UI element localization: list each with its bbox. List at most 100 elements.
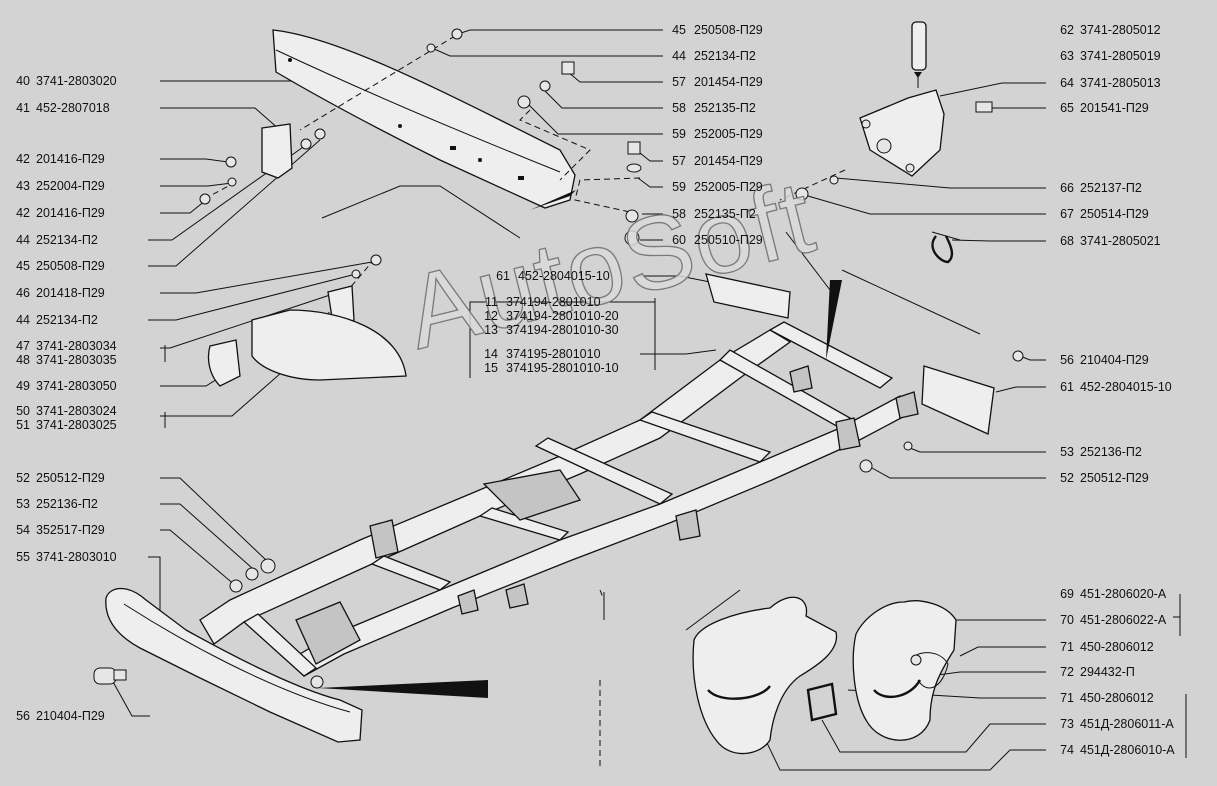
callout-num: 70 [1060,613,1074,627]
callout-num: 57 [672,75,686,89]
bracket-41 [199,123,326,205]
callout-num: 69 [1060,587,1074,601]
callout-num: 51 [16,418,30,432]
callout-num: 68 [1060,234,1074,248]
callout-code: 201454-П29 [694,154,763,168]
left-leader-lines [111,80,373,717]
callout-num: 45 [16,259,30,273]
callout-num: 72 [1060,665,1074,679]
front-bumper-beam [272,29,576,209]
callout-num: 14 [484,347,498,361]
callout-num: 44 [16,233,30,247]
bumper-end-caps [207,309,407,387]
tow-eye-assembly [795,21,993,264]
callout-num: 48 [16,353,30,367]
callout-code: 3741-2803034 [36,339,117,353]
callout-code: 252005-П29 [694,180,763,194]
callout-num: 60 [672,233,686,247]
callout-num: 13 [484,323,498,337]
callout-code: 3741-2805012 [1080,23,1161,37]
callout-code: 252134-П2 [36,313,98,327]
callout-code: 210404-П29 [36,709,105,723]
callout-code: 451-2806020-А [1080,587,1167,601]
callout-wedge-frame [826,280,842,360]
callout-num: 65 [1060,101,1074,115]
callout-num: 71 [1060,640,1074,654]
callout-code: 374195-2801010-10 [506,361,619,375]
callout-code: 450-2806012 [1080,691,1154,705]
callout-num: 54 [16,523,30,537]
callout-num: 62 [1060,23,1074,37]
callout-code: 250514-П29 [1080,207,1149,221]
callout-num: 49 [16,379,30,393]
callout-num: 56 [16,709,30,723]
callout-code: 3741-2803010 [36,550,117,564]
callout-num: 56 [1060,353,1074,367]
callout-code: 451Д-2806011-А [1080,717,1174,731]
callout-code: 3741-2805021 [1080,234,1161,248]
callout-code: 374194-2801010-20 [506,309,619,323]
tow-hooks [692,596,957,755]
callout-code: 252004-П29 [36,179,105,193]
callout-code: 252134-П2 [694,49,756,63]
callout-num: 66 [1060,181,1074,195]
callout-num: 53 [1060,445,1074,459]
callout-num: 12 [484,309,498,323]
callout-num: 42 [16,152,30,166]
callout-code: 294432-П [1080,665,1135,679]
callout-num: 40 [16,74,30,88]
callout-code: 3741-2803050 [36,379,117,393]
callout-code: 352517-П29 [36,523,105,537]
callout-wedge-top [530,190,576,210]
callout-code: 3741-2803020 [36,74,117,88]
callout-code: 252135-П2 [694,207,756,221]
callout-code: 252136-П2 [36,497,98,511]
callout-num: 55 [16,550,30,564]
callout-num: 73 [1060,717,1074,731]
middle-leader-lines [431,29,721,378]
callout-code: 452-2804015-10 [1080,380,1172,394]
callout-num: 61 [1060,380,1074,394]
callout-code: 374194-2801010-30 [506,323,619,337]
callout-code: 452-2804015-10 [518,269,610,283]
callout-num: 47 [16,339,30,353]
callout-code: 252005-П29 [694,127,763,141]
callout-num: 67 [1060,207,1074,221]
callout-code: 3741-2803025 [36,418,117,432]
callout-num: 52 [16,471,30,485]
callout-code: 3741-2803024 [36,404,117,418]
callout-code: 201454-П29 [694,75,763,89]
callout-num: 57 [672,154,686,168]
callout-code: 252137-П2 [1080,181,1142,195]
callout-num: 15 [484,361,498,375]
callout-num: 44 [16,313,30,327]
callout-num: 11 [485,295,498,309]
callout-num: 44 [672,49,686,63]
chassis-frame [199,321,1024,689]
callout-code: 250512-П29 [36,471,105,485]
callout-code: 250508-П29 [694,23,763,37]
callout-code: 452-2807018 [36,101,110,115]
callout-code: 210404-П29 [1080,353,1149,367]
callout-num: 50 [16,404,30,418]
callout-num: 61 [496,269,510,283]
callout-code: 250512-П29 [1080,471,1149,485]
callout-num: 59 [672,180,686,194]
callout-num: 52 [1060,471,1074,485]
callout-code: 3741-2803035 [36,353,117,367]
callout-code: 250508-П29 [36,259,105,273]
callout-num: 42 [16,206,30,220]
callout-code: 252135-П2 [694,101,756,115]
front-bumper-lower [93,558,363,743]
callout-code: 3741-2805019 [1080,49,1161,63]
callout-num: 58 [672,101,686,115]
callout-code: 374194-2801010 [506,295,601,309]
rear-bumper-pieces [705,273,995,435]
callout-code: 201541-П29 [1080,101,1149,115]
callout-num: 64 [1060,76,1074,90]
callout-code: 3741-2805013 [1080,76,1161,90]
callout-num: 63 [1060,49,1074,63]
callout-wedge-front [318,680,488,698]
